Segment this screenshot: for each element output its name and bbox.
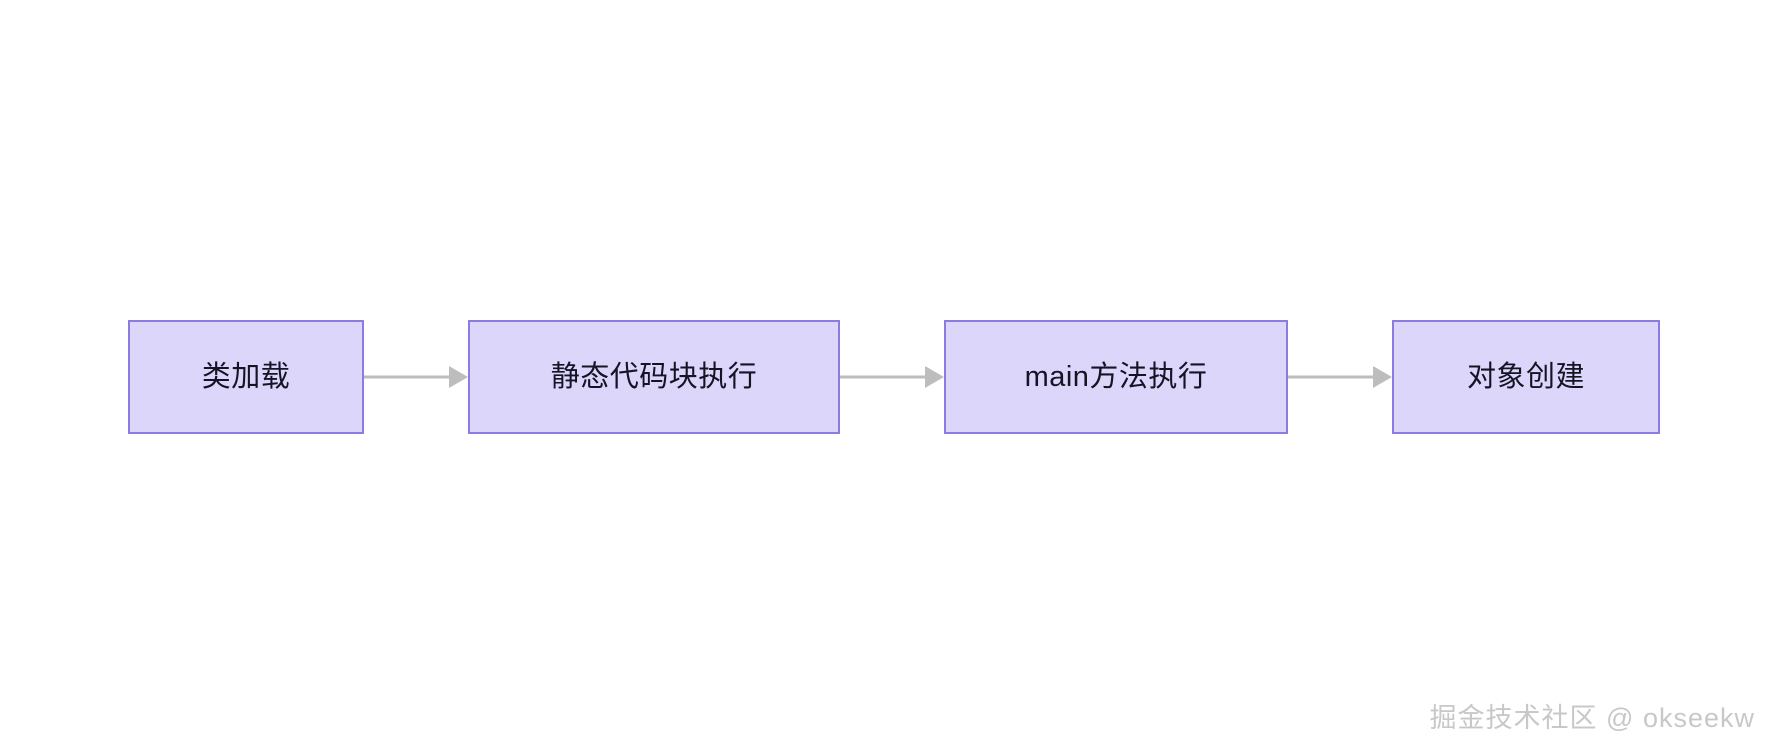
flow-connector-arrow-3 (1288, 366, 1392, 388)
arrow-head-icon (1373, 366, 1392, 388)
flow-connector-arrow-2 (840, 366, 944, 388)
flow-connector-arrow-1 (364, 366, 468, 388)
flow-node-class-loading[interactable]: 类加载 (128, 320, 364, 434)
flow-node-label: 静态代码块执行 (550, 360, 758, 393)
flow-node-label: 类加载 (201, 360, 291, 393)
connector-line (840, 375, 926, 379)
flow-node-main-method-execution[interactable]: main方法执行 (944, 320, 1288, 434)
flow-node-object-creation[interactable]: 对象创建 (1392, 320, 1660, 434)
arrow-head-icon (449, 366, 468, 388)
flowchart-node-row: 类加载 静态代码块执行 main方法执行 对象创建 (128, 320, 1660, 434)
connector-line (364, 375, 450, 379)
watermark-text: 掘金技术社区 @ okseekw (1429, 703, 1755, 733)
connector-line (1288, 375, 1374, 379)
flow-node-label: main方法执行 (1024, 360, 1208, 393)
arrow-head-icon (925, 366, 944, 388)
flow-node-label: 对象创建 (1466, 360, 1585, 393)
flow-node-static-block-execution[interactable]: 静态代码块执行 (468, 320, 840, 434)
